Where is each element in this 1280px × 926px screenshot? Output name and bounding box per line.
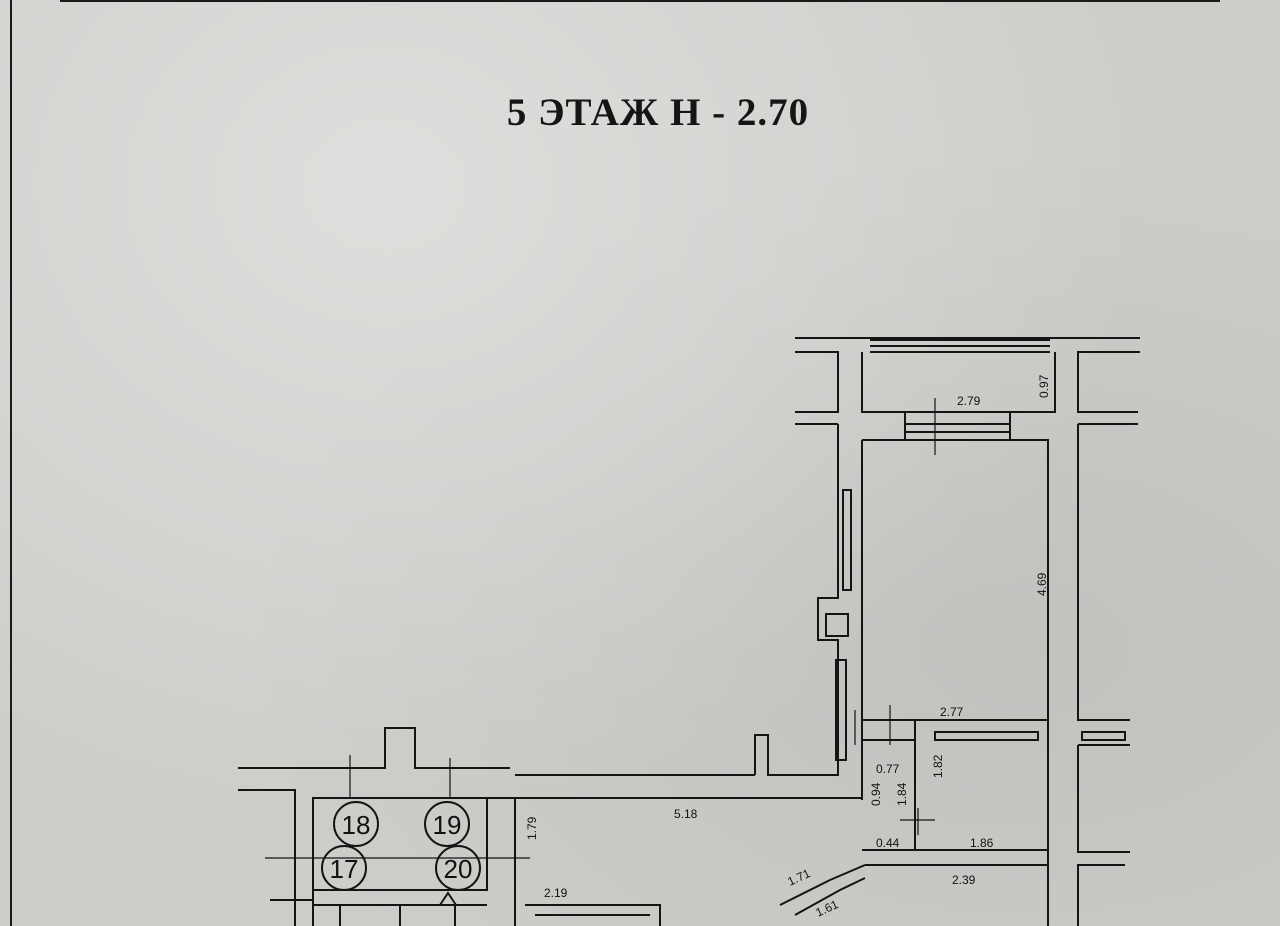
corridor-top-wall — [238, 727, 863, 800]
balcony-rail — [870, 339, 1050, 353]
corridor-lower-wall — [862, 849, 1048, 866]
dim-0-77: 0.77 — [876, 762, 900, 776]
room-number-19: 19 — [433, 810, 462, 840]
right-radiator — [1081, 731, 1126, 741]
balcony-wall — [795, 337, 1140, 425]
dimension-labels: 2.79 0.97 4.69 2.77 0.77 1.82 0.94 1.84 … — [525, 374, 1051, 919]
radiator-1 — [842, 489, 852, 591]
room-inner-left — [861, 439, 1049, 721]
sheet-top-border — [60, 0, 1220, 2]
dim-2-77: 2.77 — [940, 705, 964, 719]
marker-circle-19 — [424, 801, 470, 847]
room-number-17: 17 — [330, 854, 359, 884]
dim-2-19: 2.19 — [544, 886, 568, 900]
room-outer-left — [754, 424, 839, 776]
marker-circle-20 — [435, 845, 481, 891]
dim-5-18: 5.18 — [674, 807, 698, 821]
dim-lines — [265, 398, 936, 859]
window-frame — [904, 411, 1011, 441]
room-outer-right — [1077, 424, 1130, 926]
dim-1-82: 1.82 — [931, 754, 945, 778]
stair-flights — [313, 904, 487, 926]
dim-1-84: 1.84 — [895, 782, 909, 806]
room-number-markers: 18 19 17 20 — [321, 801, 481, 891]
dim-2-39: 2.39 — [952, 873, 976, 887]
room-number-20: 20 — [444, 854, 473, 884]
dim-2-79: 2.79 — [957, 394, 981, 408]
bath-walls — [861, 720, 1049, 926]
sheet-left-border — [10, 0, 12, 926]
radiator-2 — [835, 659, 847, 761]
marker-circle-18 — [333, 801, 379, 847]
dim-0-97: 0.97 — [1037, 374, 1051, 398]
stair-core — [312, 797, 488, 891]
lower-room — [525, 904, 661, 926]
balcony-wall-right — [1077, 351, 1140, 425]
bath-radiator — [934, 731, 1039, 741]
column-box — [825, 613, 849, 637]
stair-arrow — [439, 891, 457, 906]
dim-0-44: 0.44 — [876, 836, 900, 850]
stair-left-wall — [238, 789, 314, 926]
dim-1-61: 1.61 — [813, 897, 840, 920]
stair-right-wall — [487, 797, 516, 926]
dim-4-69: 4.69 — [1035, 572, 1049, 596]
angled-wall — [779, 864, 866, 916]
dim-0-94: 0.94 — [869, 782, 883, 806]
dim-1-71: 1.71 — [785, 866, 812, 889]
room-number-18: 18 — [342, 810, 371, 840]
dim-1-79: 1.79 — [525, 816, 539, 840]
dim-1-86: 1.86 — [970, 836, 994, 850]
floor-title: 5 ЭТАЖ Н - 2.70 — [506, 91, 810, 134]
marker-circle-17 — [321, 845, 367, 891]
